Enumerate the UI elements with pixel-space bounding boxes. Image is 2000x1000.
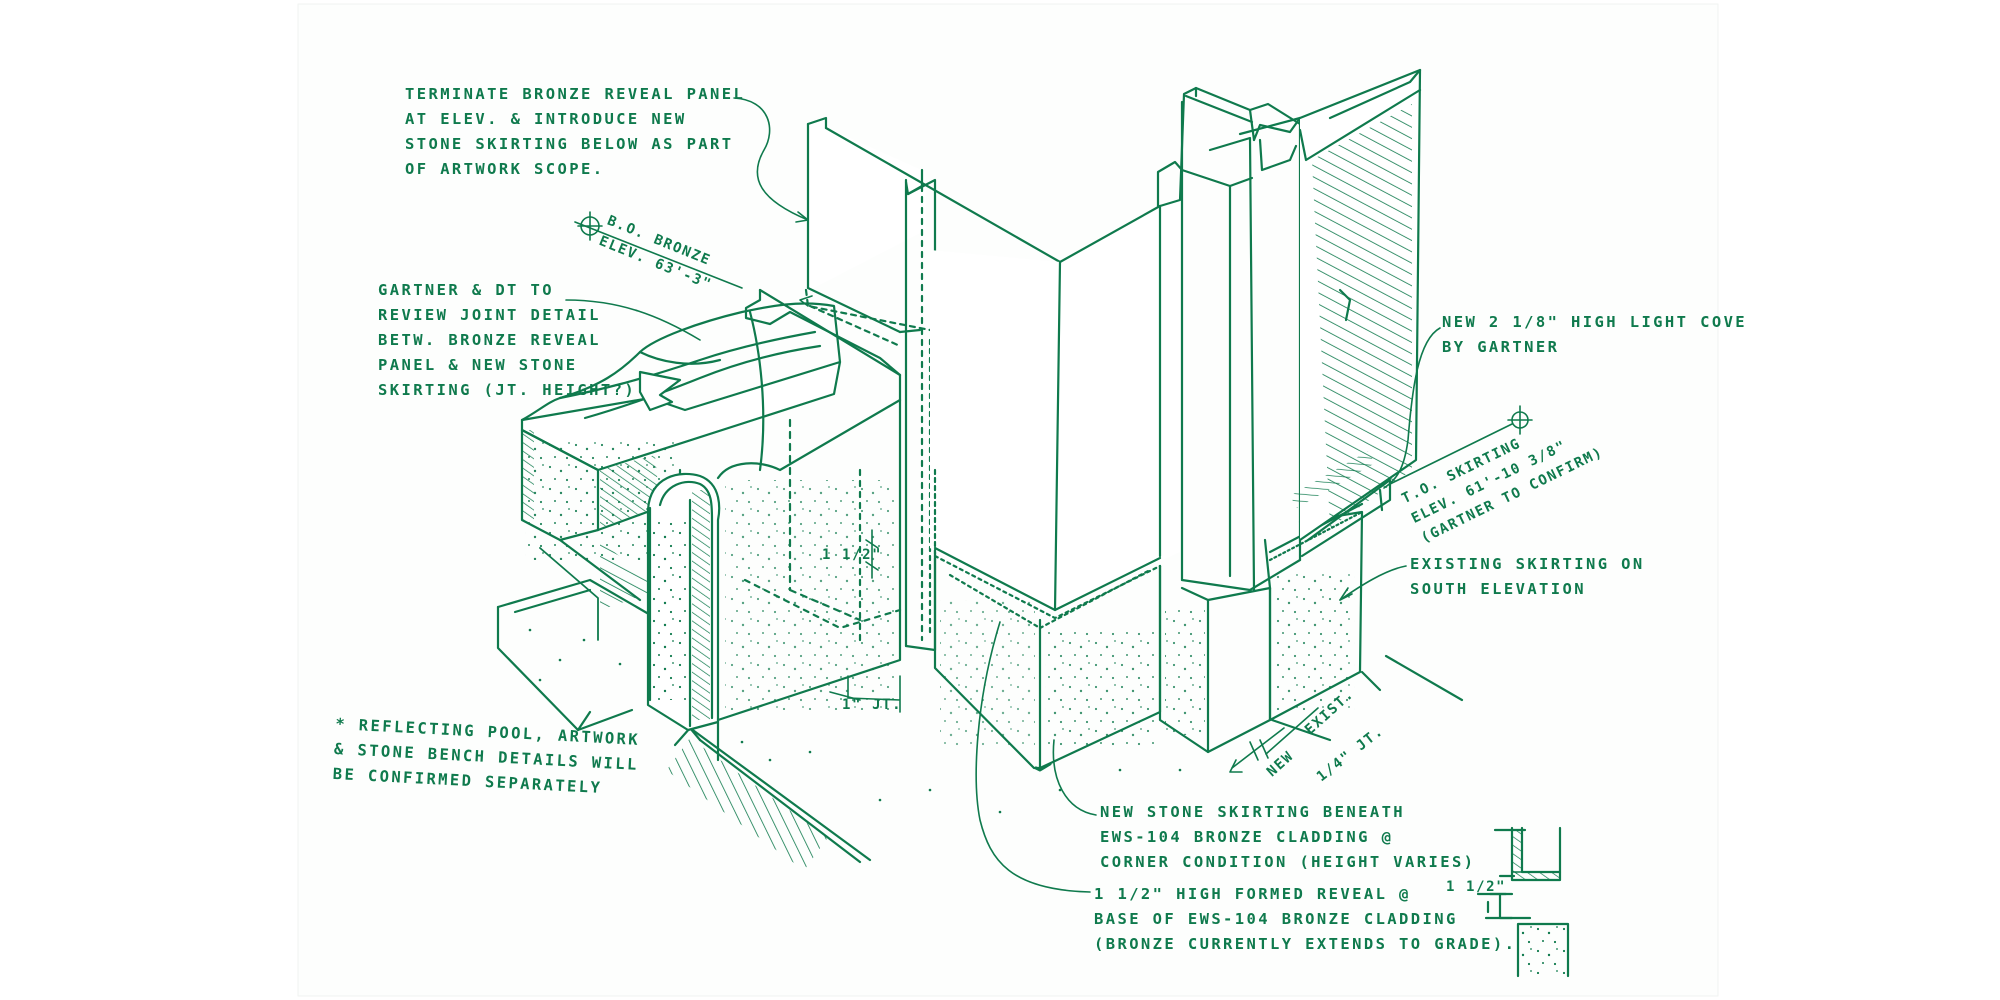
note-line: BASE OF EWS-104 BRONZE CLADDING (1094, 910, 1458, 928)
note-reflecting-pool: * REFLECTING POOL, ARTWORK & STONE BENCH… (332, 712, 641, 803)
reflecting-pool-edge (496, 578, 872, 871)
dim-joint-label: 1" JT. (842, 697, 903, 713)
note-terminate-bronze: TERMINATE BRONZE REVEAL PANEL AT ELEV. &… (405, 82, 745, 182)
new-stone-skirting-corner (933, 558, 1272, 772)
leader-terminate (733, 97, 809, 223)
note-new-stone-skirting: NEW STONE SKIRTING BENEATH EWS-104 BRONZ… (1100, 800, 1475, 875)
dim-detail-label: 1 1/2" (1446, 879, 1507, 895)
note-line: STONE SKIRTING BELOW AS PART (405, 135, 734, 153)
leader-existing (1339, 565, 1407, 601)
bench-arch-panel (646, 472, 721, 732)
note-line: SKIRTING (JT. HEIGHT?) (378, 381, 637, 399)
reveal-section-detail (1476, 826, 1570, 978)
ground-dots (528, 628, 1182, 814)
quarter-joint-dim (1229, 707, 1319, 773)
note-line: (BRONZE CURRENTLY EXTENDS TO GRADE). (1094, 935, 1517, 953)
note-line: REVIEW JOINT DETAIL (378, 306, 601, 324)
one-inch-joint-dim (829, 675, 901, 713)
note-line: NEW 2 1/8" HIGH LIGHT COVE (1442, 313, 1748, 331)
note-line: SOUTH ELEVATION (1410, 580, 1586, 598)
leader-new-stone (1052, 739, 1097, 816)
leader-gartner-review (565, 299, 701, 341)
leader-formed-reveal (975, 621, 1091, 893)
note-formed-reveal: 1 1/2" HIGH FORMED REVEAL @ BASE OF EWS-… (1094, 882, 1516, 957)
note-line: GARTNER & DT TO (378, 281, 554, 299)
note-line: TERMINATE BRONZE REVEAL PANEL (405, 85, 746, 103)
note-line: BETW. BRONZE REVEAL (378, 331, 601, 349)
note-light-cove: NEW 2 1/8" HIGH LIGHT COVE BY GARTNER (1442, 310, 1747, 360)
note-line: AT ELEV. & INTRODUCE NEW (405, 110, 687, 128)
note-line: EWS-104 BRONZE CLADDING @ (1100, 828, 1394, 846)
to-skirting-marker (1389, 405, 1533, 485)
note-line: BY GARTNER (1442, 338, 1560, 356)
note-line: CORNER CONDITION (HEIGHT VARIES) (1100, 853, 1476, 871)
note-line: EXISTING SKIRTING ON (1410, 555, 1645, 573)
note-line: 1 1/2" HIGH FORMED REVEAL @ (1094, 885, 1411, 903)
note-line: PANEL & NEW STONE (378, 356, 578, 374)
bo-bronze-marker (574, 211, 813, 307)
note-existing-skirting: EXISTING SKIRTING ON SOUTH ELEVATION (1410, 552, 1645, 602)
note-gartner-review: GARTNER & DT TO REVIEW JOINT DETAIL BETW… (378, 278, 636, 403)
stone-skirting-left-wall (716, 288, 902, 762)
reveal-dim-marks (865, 529, 879, 579)
note-line: NEW STONE SKIRTING BENEATH (1100, 803, 1406, 821)
dim-reveal-label: 1 1/2" (822, 547, 883, 563)
leader-light-cove (1383, 327, 1441, 489)
curtain-wall-glass (1290, 68, 1422, 558)
note-line: OF ARTWORK SCOPE. (405, 160, 605, 178)
